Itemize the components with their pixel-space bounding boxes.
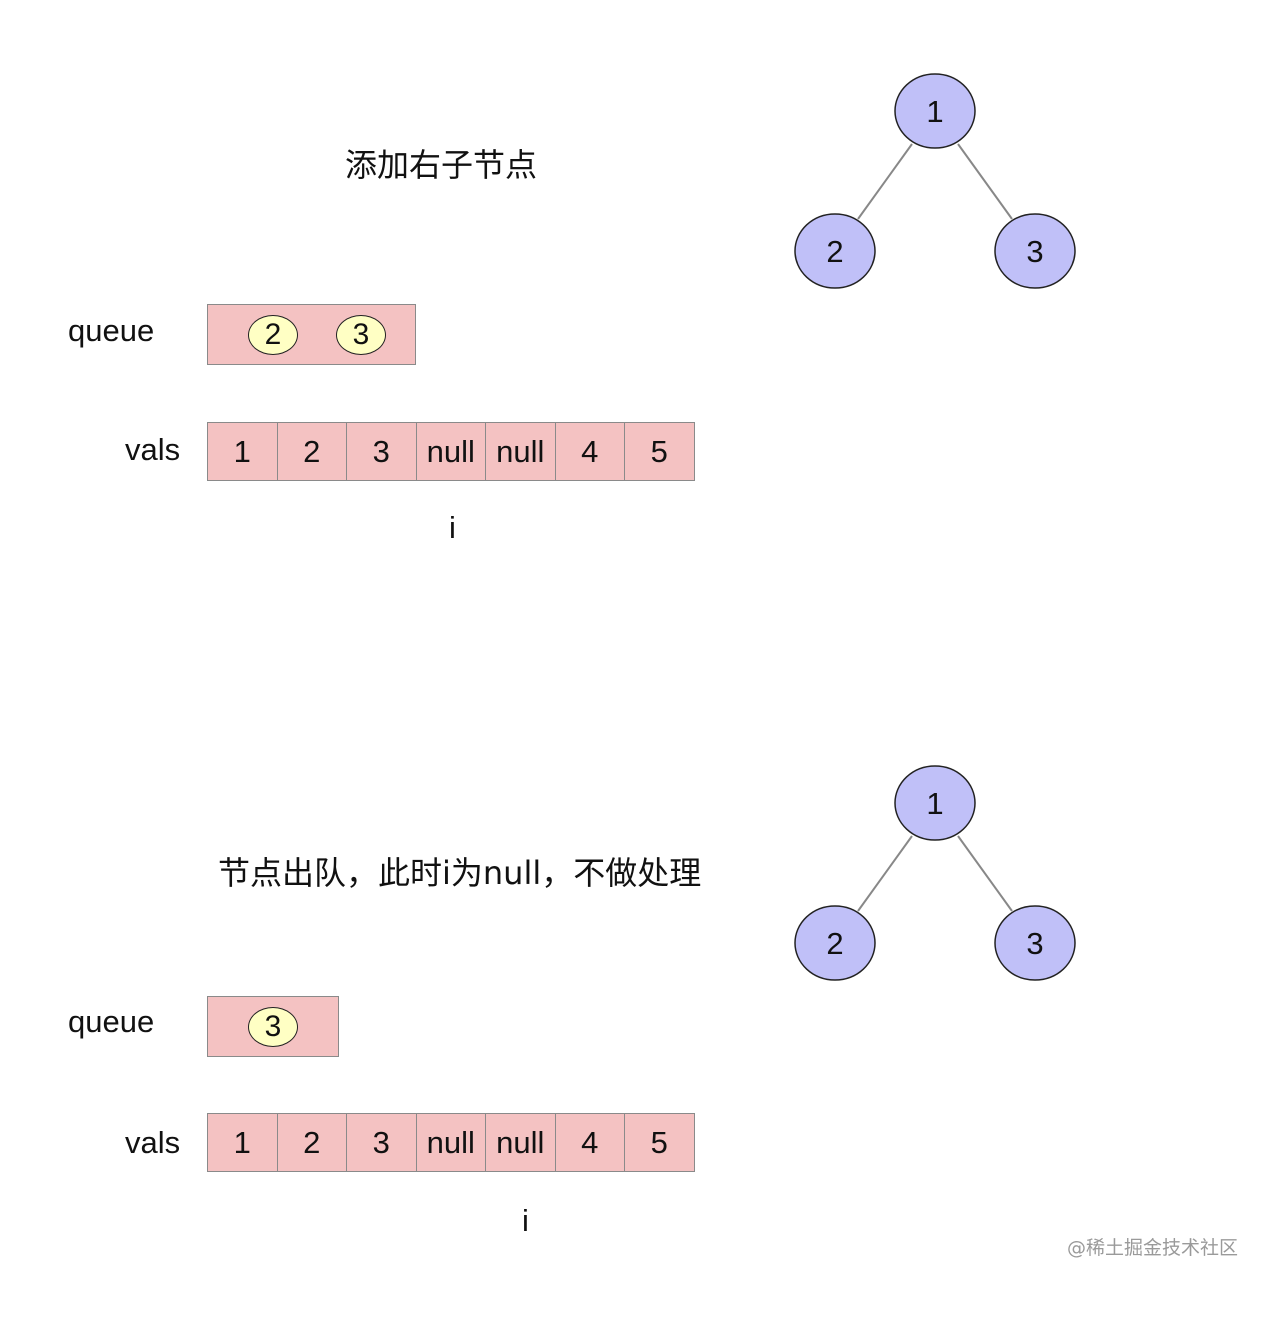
binary-tree: 1 2 3 xyxy=(794,73,1076,289)
queue-box: 2 3 xyxy=(207,304,416,365)
step-caption: 添加右子节点 xyxy=(345,146,538,184)
vals-array: 1 2 3 null null 4 5 xyxy=(207,1113,695,1172)
tree-node-label: 1 xyxy=(926,786,943,821)
index-pointer: i xyxy=(522,1203,529,1238)
vals-cell: null xyxy=(415,422,486,481)
tree-node-left xyxy=(794,905,876,981)
vals-cell: null xyxy=(485,422,556,481)
tree-node-right xyxy=(994,905,1076,981)
vals-cell: 5 xyxy=(624,1113,695,1172)
vals-label: vals xyxy=(125,1125,181,1160)
vals-cell: 3 xyxy=(346,422,417,481)
queue-node: 3 xyxy=(248,1007,298,1047)
step-panel-1: 添加右子节点 queue 2 3 vals 1 2 3 null null 4 … xyxy=(0,0,1270,646)
vals-cell: 1 xyxy=(207,1113,278,1172)
vals-cell: 2 xyxy=(276,422,347,481)
tree-node-label: 3 xyxy=(1026,926,1043,961)
binary-tree: 1 2 3 xyxy=(794,765,1076,981)
tree-edge xyxy=(857,835,913,912)
watermark: @稀土掘金技术社区 xyxy=(1066,1237,1238,1259)
step-caption: 节点出队，此时i为null，不做处理 xyxy=(218,854,702,892)
vals-cell: 5 xyxy=(624,422,695,481)
tree-node-left xyxy=(794,213,876,289)
tree-node-label: 2 xyxy=(826,234,843,269)
queue-box: 3 xyxy=(207,996,339,1057)
vals-cell: 4 xyxy=(554,1113,625,1172)
queue-label: queue xyxy=(68,1004,155,1039)
vals-cell: 3 xyxy=(346,1113,417,1172)
vals-cell: null xyxy=(415,1113,486,1172)
tree-node-label: 2 xyxy=(826,926,843,961)
tree-node-label: 1 xyxy=(926,94,943,129)
vals-cell: 1 xyxy=(207,422,278,481)
vals-cell: 2 xyxy=(276,1113,347,1172)
vals-cell: null xyxy=(485,1113,556,1172)
tree-edge xyxy=(957,143,1013,220)
tree-edge xyxy=(857,143,913,220)
step-panel-2: 节点出队，此时i为null，不做处理 queue 3 vals 1 2 3 nu… xyxy=(0,692,1270,1338)
queue-node: 3 xyxy=(336,315,386,355)
vals-cell: 4 xyxy=(554,422,625,481)
queue-node: 2 xyxy=(248,315,298,355)
vals-array: 1 2 3 null null 4 5 xyxy=(207,422,695,481)
queue-label: queue xyxy=(68,313,155,348)
tree-node-root xyxy=(894,73,976,149)
tree-node-right xyxy=(994,213,1076,289)
tree-node-root xyxy=(894,765,976,841)
index-pointer: i xyxy=(449,510,456,545)
tree-edge xyxy=(957,835,1013,912)
vals-label: vals xyxy=(125,432,181,467)
tree-node-label: 3 xyxy=(1026,234,1043,269)
